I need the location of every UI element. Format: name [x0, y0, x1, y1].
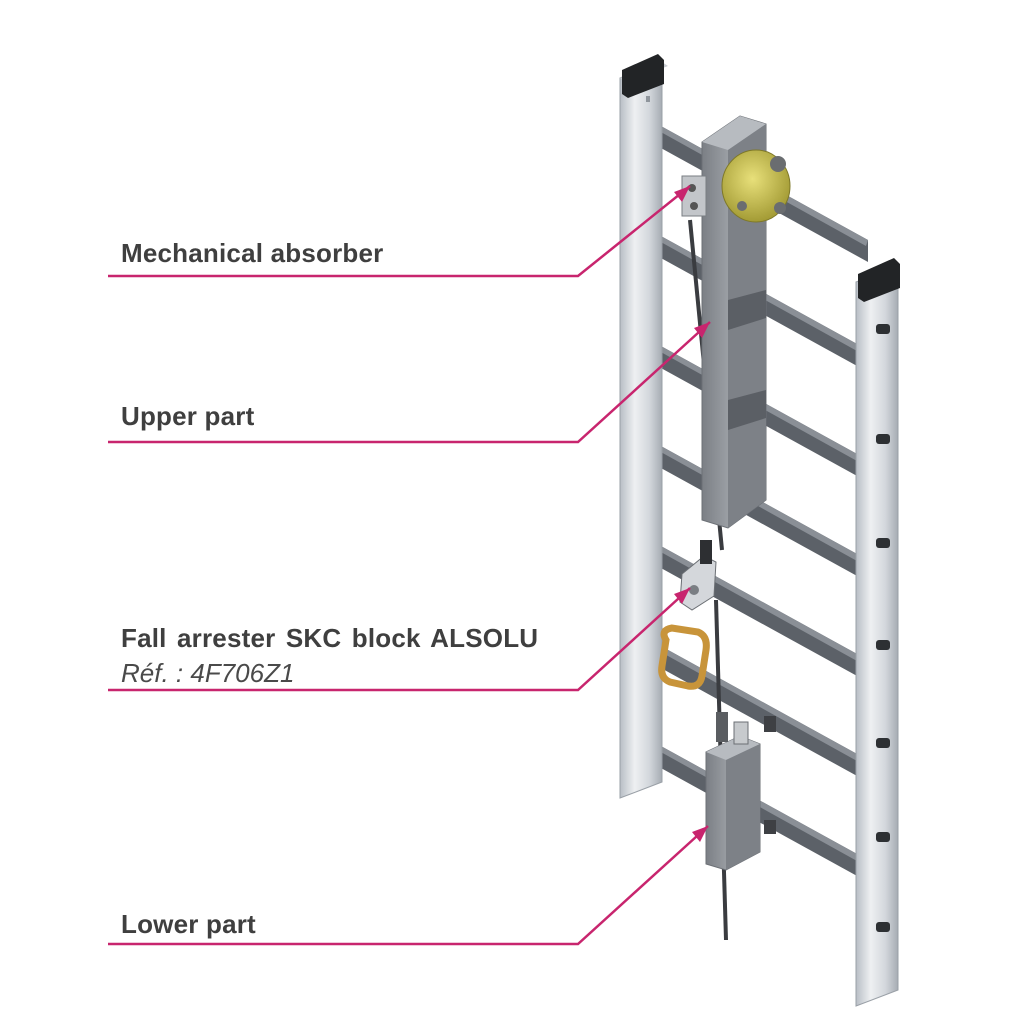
leader-lines — [108, 185, 711, 946]
left-rail — [619, 54, 668, 799]
right-rail — [855, 258, 900, 1007]
arrowhead — [674, 186, 690, 202]
fall-arrester-block — [679, 540, 717, 611]
label-reference: Réf. : 4F706Z1 — [121, 658, 295, 688]
leader-lower-part — [108, 825, 709, 946]
leader-upper-part — [108, 321, 711, 444]
label-lower-part: Lower part — [121, 909, 256, 939]
arrowhead — [692, 826, 708, 842]
label-mechanical-absorber: Mechanical absorber — [121, 238, 384, 268]
arrowhead — [674, 588, 690, 604]
rail-end-cap — [622, 54, 664, 98]
leader-mechanical-absorber — [108, 185, 691, 278]
leader-arrowheads — [674, 186, 710, 842]
mechanical-absorber — [681, 149, 791, 223]
carabiner — [658, 624, 710, 690]
leader-fall-arrester — [108, 587, 691, 692]
rail-end-cap — [858, 258, 900, 302]
label-fall-arrester: Fall arrester SKC block ALSOLU — [121, 623, 539, 653]
arrowhead — [694, 322, 710, 338]
label-upper-part: Upper part — [121, 401, 255, 431]
lower-part — [705, 712, 776, 871]
